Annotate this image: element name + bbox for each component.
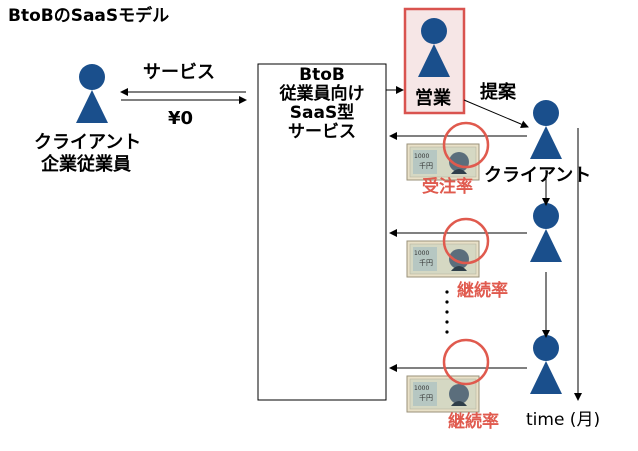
- service-box-label: BtoB 従業員向け SaaS型 サービス: [258, 66, 386, 142]
- banknote-icon-3: [406, 375, 480, 413]
- proposal-arrow: [463, 99, 529, 128]
- service-box-line-3: SaaS型: [289, 103, 355, 123]
- saas-service-box: [257, 63, 387, 401]
- order-rate-label: 受注率: [422, 177, 473, 197]
- service-box-line-2: 従業員向け: [279, 84, 365, 104]
- proposal-label: 提案: [480, 82, 516, 103]
- service-box-line-4: サービス: [288, 122, 356, 142]
- client-person-icon-2: [530, 203, 562, 262]
- renewal-rate-label-1: 継続率: [457, 281, 508, 301]
- client-person-icon-1: [530, 100, 562, 159]
- sales-label: 営業: [415, 88, 451, 109]
- circle-highlight-icon-3: [442, 338, 490, 386]
- circle-highlight-icon-1: [442, 121, 490, 169]
- service-label: サービス: [143, 62, 215, 83]
- renewal-rate-label-2: 継続率: [448, 412, 499, 432]
- service-box-line-1: BtoB: [299, 65, 345, 85]
- price-label: ¥0: [168, 108, 194, 129]
- client-employee-label-line1: クライアント: [34, 132, 142, 153]
- circle-highlight-icon-2: [442, 217, 490, 265]
- client-person-icon-3: [530, 335, 562, 394]
- banknote-icon-1: [406, 143, 480, 181]
- client-employee-label-line2: 企業従業員: [41, 154, 131, 175]
- time-axis-label: time (月): [526, 410, 601, 430]
- page-title: BtoBのSaaSモデル: [8, 6, 170, 26]
- banknote-icon-2: [406, 240, 480, 278]
- client-employee-person-icon: [76, 64, 108, 123]
- right-client-label: クライアント: [484, 165, 592, 186]
- continuation-dots: [445, 290, 449, 334]
